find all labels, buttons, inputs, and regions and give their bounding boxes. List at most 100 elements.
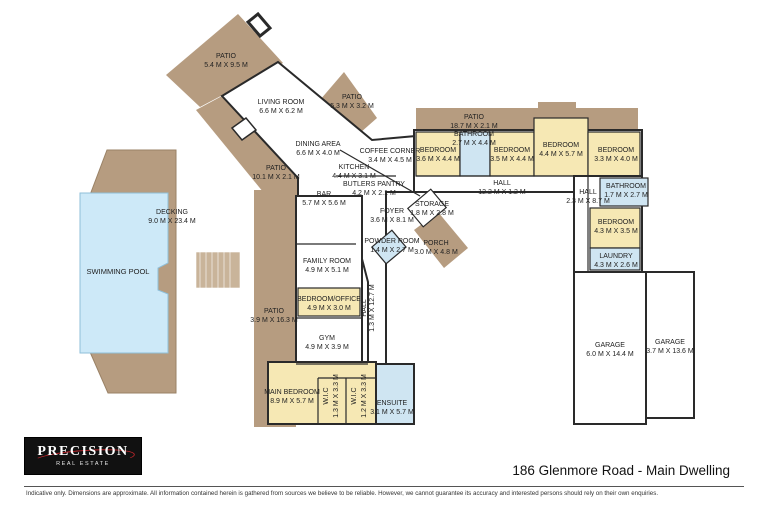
bed4-name: BEDROOM — [598, 147, 634, 154]
wic1-dims: 1.3 M X 3.3 M — [333, 374, 340, 418]
hall-small-name: HALL — [579, 189, 597, 196]
bed5-dims: 4.3 M X 3.5 M — [594, 228, 638, 235]
bedoffice-dims: 4.9 M X 3.0 M — [307, 305, 351, 312]
decking-name: DECKING — [156, 209, 188, 216]
patio-top-name: PATIO — [216, 53, 237, 60]
gym-name: GYM — [319, 335, 335, 342]
living-dims: 6.6 M X 6.2 M — [259, 108, 303, 115]
patio-right-dims: 5.3 M X 3.2 M — [330, 103, 374, 110]
porch-dims: 3.0 M X 4.8 M — [414, 249, 458, 256]
bar-dims: 5.7 M X 5.6 M — [302, 200, 346, 207]
patio-mid-dims: 10.1 M X 2.1 M — [252, 174, 300, 181]
disclaimer: Indicative only. Dimensions are approxim… — [26, 490, 659, 497]
powder-name: POWDER ROOM — [364, 238, 419, 245]
hall-wing-dims: 12.2 M X 1.2 M — [478, 189, 526, 196]
patio-mid-name: PATIO — [266, 165, 287, 172]
bed1-name: BEDROOM — [420, 147, 456, 154]
laundry-name: LAUNDRY — [599, 253, 633, 260]
living-name: LIVING ROOM — [258, 99, 305, 106]
ensuite-name: ENSUITE — [377, 400, 408, 407]
porch-name: PORCH — [423, 240, 448, 247]
foyer-name: FOYER — [380, 208, 404, 215]
garage1-dims: 6.0 M X 14.4 M — [586, 351, 634, 358]
patio-top — [166, 14, 283, 107]
garage2-outline — [645, 271, 695, 419]
bed3-dims: 4.4 M X 5.7 M — [539, 151, 583, 158]
butlers-name: BUTLERS PANTRY — [343, 181, 405, 188]
garage2-dims: 3.7 M X 13.6 M — [646, 348, 694, 355]
kitchen-name: KITCHEN — [339, 164, 370, 171]
bathroom2-name: BATHROOM — [606, 183, 646, 190]
patio-wing-name: PATIO — [464, 114, 485, 121]
powder-fill — [371, 229, 407, 265]
bed2-fill — [489, 131, 535, 177]
patio-left-dims: 3.9 M X 16.3 M — [250, 317, 298, 324]
bedoffice-fill — [297, 287, 361, 317]
dining-name: DINING AREA — [295, 141, 340, 148]
gym-dims: 4.9 M X 3.9 M — [305, 344, 349, 351]
wic1-name: W.I.C — [323, 387, 330, 404]
patio-diagonal — [196, 96, 298, 198]
pool-name: SWIMMING POOL — [87, 267, 150, 276]
fireplace-icon — [230, 116, 258, 142]
garage2-name: GARAGE — [655, 339, 685, 346]
bed1-fill — [415, 131, 461, 177]
kitchen-dims: 4.4 M X 3.1 M — [332, 173, 376, 180]
ensuite-outline — [375, 363, 415, 425]
coffee-name: COFFEE CORNER — [360, 148, 421, 155]
powder-dims: 1.4 M X 2.7 M — [370, 247, 414, 254]
garage1-outline — [573, 271, 647, 425]
logo-sub: REAL ESTATE — [56, 461, 110, 467]
patio-right — [320, 72, 377, 140]
swimming-pool — [79, 192, 169, 354]
patio-wing-step — [538, 102, 576, 110]
hall-wing-name: HALL — [493, 180, 511, 187]
bath1-fill — [459, 131, 491, 177]
storage-dims: 1.8 M X 2.8 M — [410, 210, 454, 217]
ensuite-dims: 3.1 M X 5.7 M — [370, 409, 414, 416]
main-bed-outline — [267, 361, 377, 425]
precision-logo: PRECISION REAL ESTATE — [24, 437, 142, 475]
logo-brand: PRECISION — [37, 444, 129, 459]
bed5-fill — [589, 207, 641, 249]
hall-v-name: HALL — [361, 299, 368, 317]
patio-wing-dims: 18.7 M X 2.1 M — [450, 123, 498, 130]
mainbed-dims: 8.9 M X 5.7 M — [270, 398, 314, 405]
room-labels: PATIO 5.4 M X 9.5 M PATIO 5.3 M X 3.2 M … — [87, 53, 694, 418]
divider — [24, 486, 744, 487]
patio-top-dims: 5.4 M X 9.5 M — [204, 62, 248, 69]
wic2-dims: 1.2 M X 3.3 M — [361, 374, 368, 418]
chimney-icon — [245, 11, 273, 39]
storage-name: STORAGE — [415, 201, 449, 208]
bedoffice-name: BEDROOM/OFFICE — [297, 296, 361, 303]
laundry-dims: 4.3 M X 2.6 M — [594, 262, 638, 269]
coffee-dims: 3.4 M X 4.5 M — [368, 157, 412, 164]
foyer-dims: 3.6 M X 8.1 M — [370, 217, 414, 224]
dining-dims: 6.6 M X 4.0 M — [296, 150, 340, 157]
interior-walls — [296, 149, 640, 424]
bathroom1-name: BATHROOM — [454, 131, 494, 138]
butlers-dims: 4.2 M X 2.1 M — [352, 190, 396, 197]
family-name: FAMILY ROOM — [303, 258, 351, 265]
bed4-dims: 3.3 M X 4.0 M — [594, 156, 638, 163]
decking-dims: 9.0 M X 23.4 M — [148, 218, 196, 225]
porch — [414, 212, 468, 268]
garage1-name: GARAGE — [595, 342, 625, 349]
laundry-fill — [589, 247, 641, 271]
patio-wing — [416, 108, 638, 132]
hall-small-dims: 2.3 M X 8.7 M — [566, 198, 610, 205]
bed2-name: BEDROOM — [494, 147, 530, 154]
bed1-dims: 3.6 M X 4.4 M — [416, 156, 460, 163]
hall-v-dims: 1.3 M X 12.7 M — [369, 284, 376, 332]
patio-left-name: PATIO — [264, 308, 285, 315]
bed4-fill — [587, 131, 641, 177]
wic2-name: W.I.C — [351, 387, 358, 404]
storage-fill — [406, 188, 448, 228]
bar-name: BAR — [317, 191, 331, 198]
mainbed-name: MAIN BEDROOM — [264, 389, 320, 396]
bath2-fill — [599, 177, 649, 207]
bathroom1-dims: 2.7 M X 4.4 M — [452, 140, 496, 147]
bed2-dims: 3.5 M X 4.4 M — [490, 156, 534, 163]
bed5-name: BEDROOM — [598, 219, 634, 226]
